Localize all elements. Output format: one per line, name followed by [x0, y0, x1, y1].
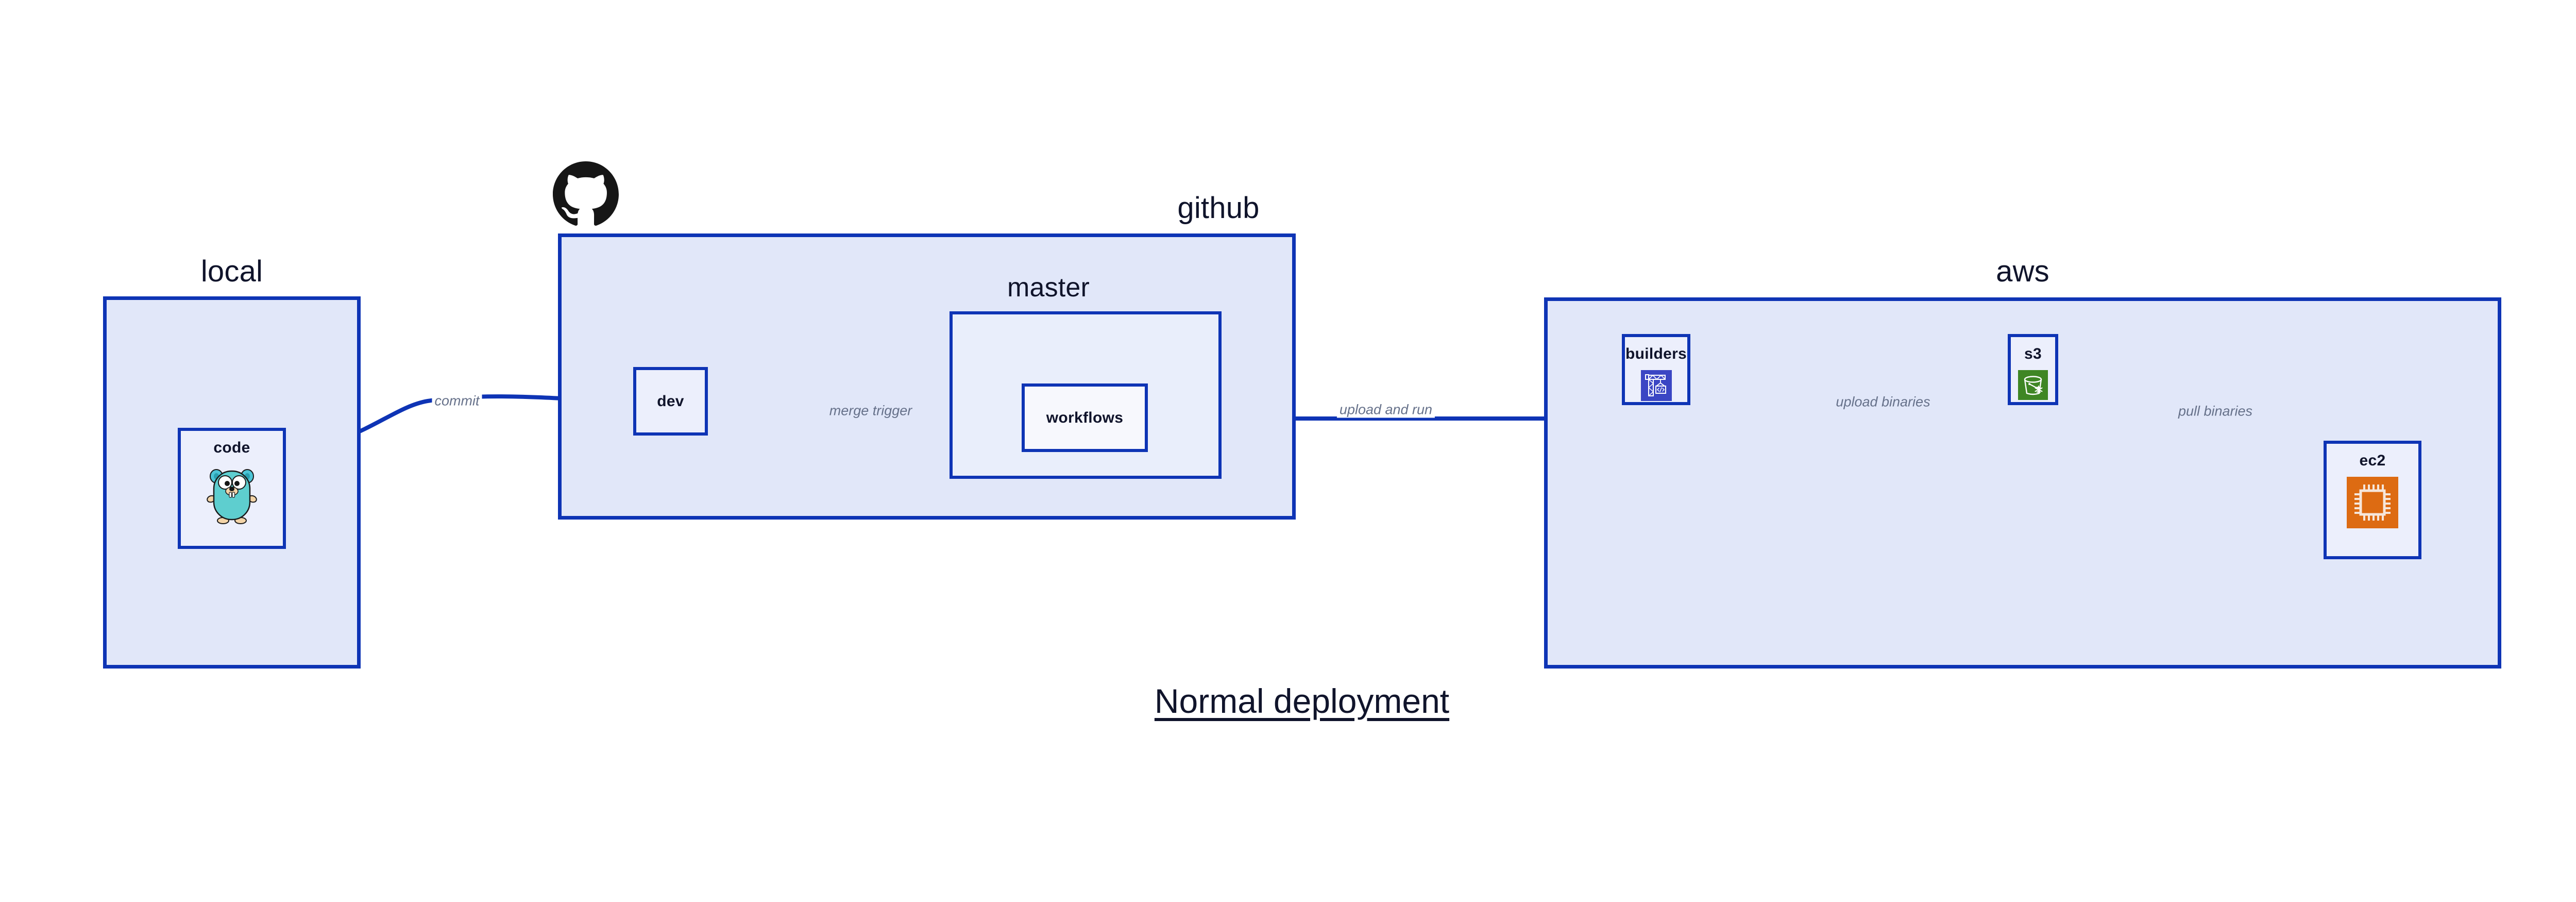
- node-dev[interactable]: dev: [633, 367, 708, 436]
- crane-code-icon: [1640, 370, 1672, 401]
- cpu-chip-icon: [2347, 477, 2398, 528]
- edge-label-upload-binaries: upload binaries: [1833, 394, 1933, 410]
- edge-label-commit: commit: [432, 393, 482, 409]
- node-label-dev: dev: [657, 392, 684, 410]
- node-label-workflows: workflows: [1046, 409, 1124, 426]
- diagram-title: Normal deployment: [1154, 682, 1450, 720]
- group-label-local: local: [200, 255, 263, 288]
- node-workflows[interactable]: workflows: [1022, 383, 1148, 452]
- s3-bucket-icon: [2018, 370, 2048, 400]
- group-label-github: github: [1177, 191, 1260, 225]
- go-gopher-icon: [206, 464, 258, 525]
- group-label-aws: aws: [1996, 255, 2049, 288]
- node-ec2[interactable]: ec2: [2324, 441, 2421, 559]
- edge-label-upload-and-run: upload and run: [1336, 402, 1435, 418]
- node-builders[interactable]: builders: [1622, 334, 1690, 405]
- github-logo-icon: [553, 161, 619, 227]
- node-label-code: code: [213, 439, 250, 456]
- node-code[interactable]: code: [178, 428, 286, 549]
- node-label-ec2: ec2: [2359, 452, 2386, 469]
- node-label-s3: s3: [2024, 345, 2042, 362]
- node-label-builders: builders: [1625, 345, 1687, 362]
- edge-label-merge-trigger: merge trigger: [826, 403, 915, 419]
- edge-label-pull-binaries: pull binaries: [2175, 403, 2256, 420]
- group-label-master: master: [1007, 273, 1090, 303]
- node-s3[interactable]: s3: [2008, 334, 2058, 405]
